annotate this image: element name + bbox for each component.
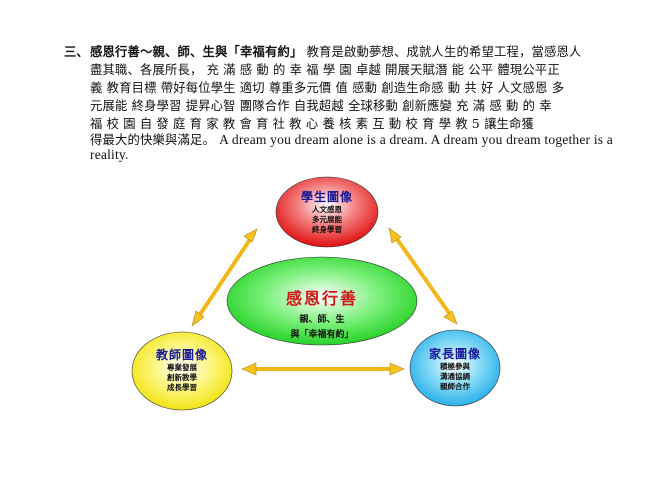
arrowhead (191, 310, 205, 327)
teacher-item: 創新教學 (167, 373, 197, 382)
arrowhead (389, 362, 405, 376)
teacher-item: 成長學習 (167, 383, 197, 392)
parent-title: 家長圖像 (428, 347, 481, 361)
student-item: 多元展能 (312, 215, 342, 224)
parent-ellipse (409, 329, 501, 407)
paragraph-line-1: 感恩行善～親、師、生與「幸福有約」 教育是啟動夢想、成就人生的希望工程，當感恩人 (90, 42, 582, 60)
center-line: 親、師、生 (299, 315, 345, 325)
center-title: 感恩行善 (285, 289, 358, 308)
arrowhead (243, 228, 258, 243)
paragraph-line-2: 盡其職、各展所長， 充 滿 感 動 的 幸 福 學 園 卓越 開展天賦潛 能 公… (90, 63, 560, 77)
student-item: 人文感恩 (312, 205, 342, 214)
teacher-item: 專業發展 (167, 363, 197, 372)
center-core: 感恩行善 親、師、生 與「幸福有約」 (252, 285, 392, 340)
student-title: 學生圖像 (300, 190, 353, 204)
center-line: 與「幸福有約」 (290, 330, 354, 340)
parent-item: 溝通協調 (440, 372, 470, 381)
parent-item: 親師合作 (440, 382, 470, 391)
student-item: 終身學習 (312, 225, 342, 234)
arrowhead (388, 227, 402, 244)
arrow-teacher-student (193, 230, 257, 324)
arrowhead (241, 362, 257, 376)
parent-profile: 家長圖像 積極參與 溝通協調 親師合作 (415, 345, 495, 392)
section-heading: 感恩行善～親、師、生與「幸福有約」 (90, 44, 303, 59)
paragraph-line-4: 元展能 終身學習 提昇心智 團隊合作 自我超越 全球移動 創新應變 充 滿 感 … (90, 99, 552, 113)
line-text: 教育是啟動夢想、成就人生的希望工程，當感恩人 (302, 45, 582, 59)
english-quote: A dream you dream alone is a dream. A dr… (219, 132, 613, 147)
teacher-title: 教師圖像 (155, 348, 208, 362)
section-number: 三、 (64, 44, 89, 59)
teacher-profile: 教師圖像 專業發展 創新教學 成長學習 (142, 346, 222, 393)
arrow-student-parent (390, 230, 456, 322)
student-ellipse (275, 176, 379, 248)
center-ellipse (226, 256, 418, 346)
paragraph-line-6: 得最大的快樂與滿足。 A dream you dream alone is a … (90, 130, 613, 148)
paragraph-line-5: 福 校 園 自 發 庭 育 家 教 會 育 社 教 心 養 核 素 互 動 校 … (90, 117, 535, 131)
parent-item: 積極參與 (440, 362, 470, 371)
line-text: 得最大的快樂與滿足。 (90, 133, 215, 147)
paragraph-line-7: reality. (90, 147, 129, 162)
teacher-ellipse (131, 331, 233, 411)
paragraph-line-3: 義 教育目標 帶好每位學生 適切 尊重多元價 值 感動 創造生命感 動 共 好 … (90, 81, 565, 95)
student-profile: 學生圖像 人文感恩 多元展能 終身學習 (287, 188, 367, 235)
arrowhead (443, 310, 458, 325)
